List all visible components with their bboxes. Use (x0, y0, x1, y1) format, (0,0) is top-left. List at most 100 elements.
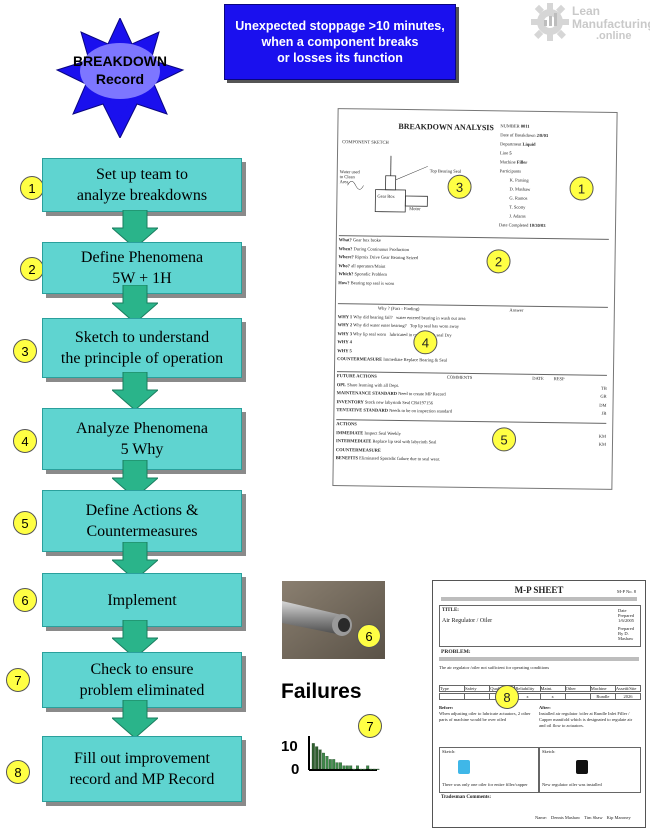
mp-problem-text: The air regulator /oiler not sufficient … (439, 665, 550, 670)
step-1-line2: analyze breakdowns (76, 187, 208, 204)
mp-type-value (440, 694, 466, 699)
step-5-line1: Define Actions & (85, 502, 199, 519)
failure-bar (349, 765, 353, 770)
mp-name: Dennis Mashaw (551, 815, 581, 820)
burst-title-line2: Record (95, 71, 145, 87)
mp-type-value (465, 694, 491, 699)
step-8-badge: 8 (6, 760, 30, 784)
resp-label: RESP (553, 376, 565, 382)
failure-bar (342, 765, 346, 770)
mp-sketch-after: Sketch: New regulator oiler was installe… (539, 747, 641, 793)
failures-badge: 7 (358, 714, 382, 738)
failure-bar (369, 768, 373, 770)
mp-type-value: x (515, 694, 541, 699)
future-actions-label: FUTURE ACTIONS (336, 373, 377, 379)
failure-bar (356, 765, 359, 770)
logo-text-line3: .online (596, 30, 632, 42)
step-7-badge: 7 (6, 668, 30, 692)
mp-type-header: Other (566, 686, 591, 691)
mp-sketch-label: Sketch: (442, 749, 456, 754)
y-axis-min-label: 0 (291, 761, 299, 778)
gear-icon (531, 3, 569, 41)
component-sketch-label: COMPONENT SKETCH (342, 139, 389, 145)
mp-name-label: Name: (535, 815, 547, 820)
mp-type-value: Rundle (591, 694, 616, 699)
failure-bar (322, 752, 325, 770)
sketch-label: Motor (409, 206, 421, 212)
step-3-line2: the principle of operation (60, 350, 224, 367)
mp-tradesman-label: Tradesman Comments: (441, 795, 492, 800)
mp-sketch-before: Sketch: There was only one oiler for ent… (439, 747, 539, 793)
five-why-section: Why ? (Fact - Finding)Answer WHY 1 Why d… (337, 303, 608, 368)
failure-bar (332, 759, 336, 770)
mp-type-value (566, 694, 591, 699)
mp-ref: M-P No. 8 (617, 589, 636, 594)
burst-title: BREAKDOWN Record (55, 52, 185, 88)
failure-bar (325, 756, 329, 770)
burst-title-line1: BREAKDOWN (72, 53, 168, 69)
logo-text-line2: Manufacturing (572, 17, 650, 31)
step-2-badge: 2 (20, 257, 44, 281)
photo-badge: 6 (357, 624, 381, 648)
mp-type-value: 2026 (623, 694, 633, 699)
flow-arrow (112, 372, 158, 410)
step-5-badge: 5 (13, 511, 37, 535)
mp-type-header: Reliability (515, 686, 541, 691)
mp-type-header: Type (440, 686, 466, 691)
step-1-line1: Set up team to (96, 166, 188, 183)
mp-title-block: TITLE: Air Regulator / Oiler Date Prepar… (439, 605, 641, 647)
mp-sheet: M-P SHEET M-P No. 8 TITLE: Air Regulator… (432, 580, 646, 828)
mp-names-row: Name: Dennis Mashaw Tim Shaw Kip Maroney (439, 815, 639, 820)
mp-sketch-tank (458, 760, 470, 774)
mp-title-value: Air Regulator / Oiler (442, 618, 493, 624)
step-4-line2: 5 Why (120, 441, 164, 458)
why-header: Why ? (Fact - Finding) (377, 305, 420, 312)
mp-problem-label: PROBLEM: (441, 649, 471, 655)
mp-badge: 8 (495, 685, 519, 709)
mp-before-label: Before: (439, 705, 454, 710)
callout-line1: Unexpected stoppage >10 minutes, (235, 19, 445, 33)
failures-title: Failures (281, 680, 362, 703)
failure-bar (311, 743, 315, 770)
mp-title-bar (441, 597, 637, 601)
mp-sketch-note: New regulator oiler was installed (542, 782, 602, 787)
mp-after-text: Installed air regulator /oiler at Rundle… (539, 711, 633, 728)
step-4-badge: 4 (13, 429, 37, 453)
mp-type-header: Safety (465, 686, 491, 691)
logo-text-line1: Lean (572, 4, 601, 18)
mp-type-header-row: Type Safety Quality Reliability Maint. O… (439, 685, 641, 692)
failure-bar (366, 765, 370, 770)
callout-line3: or losses its function (277, 51, 403, 65)
step-2-line2: 5W + 1H (112, 270, 172, 287)
breakdown-analysis-form: BREAKDOWN ANALYSIS COMPONENT SKETCH NUMB… (332, 108, 618, 490)
form-title: BREAKDOWN ANALYSIS (398, 121, 494, 133)
form-header-fields: NUMBER 0011 Date of Breakdown 2/8/03 Dep… (499, 121, 610, 231)
mp-type-header: Maint. (541, 686, 566, 691)
callout-line2: when a component breaks (261, 35, 419, 49)
mp-sketch-label: Sketch: (542, 749, 556, 754)
date-label: DATE (532, 375, 544, 381)
flow-arrow (112, 620, 158, 658)
mp-sketch-note: There was only one oiler for entire fill… (442, 782, 528, 787)
definition-callout: Unexpected stoppage >10 minutes, when a … (224, 4, 456, 80)
mp-type-value-row: x x Rundle 2026 (439, 693, 641, 700)
failure-bar (345, 765, 349, 770)
mp-date-prepared: Date Prepared 1/6/2005 (618, 608, 635, 623)
failure-bar (362, 768, 366, 770)
step-6-badge: 6 (13, 588, 37, 612)
mp-before-text: When adjusting oiler to lubricate actuat… (439, 711, 531, 722)
flow-arrow (112, 542, 158, 580)
mp-title-label: TITLE: (442, 608, 459, 613)
sketch-label: Gear Box (377, 193, 395, 199)
comments-label: COMMENTS (446, 374, 473, 380)
step-7-line1: Check to ensure (90, 661, 194, 678)
form-field-date-completed: Date Completed 10/30/03 (499, 222, 546, 228)
failure-bar (359, 768, 363, 770)
failures-chart: 10 0 (281, 736, 380, 778)
mp-type-header: Machine (591, 686, 616, 691)
step-4-line1: Analyze Phenomena (76, 420, 208, 437)
